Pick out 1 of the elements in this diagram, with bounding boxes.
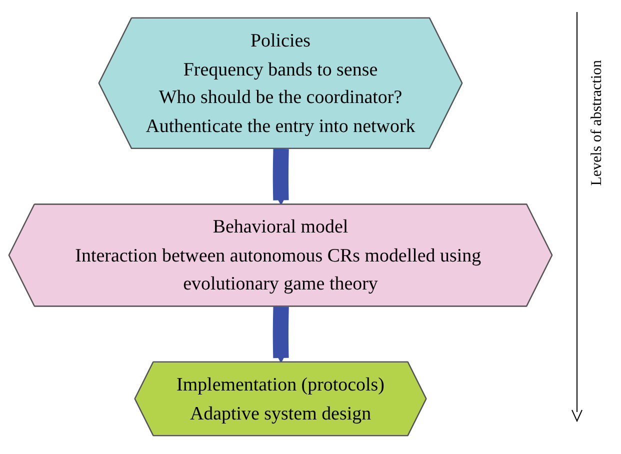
axis-label: Levels of abstraction <box>589 60 606 186</box>
